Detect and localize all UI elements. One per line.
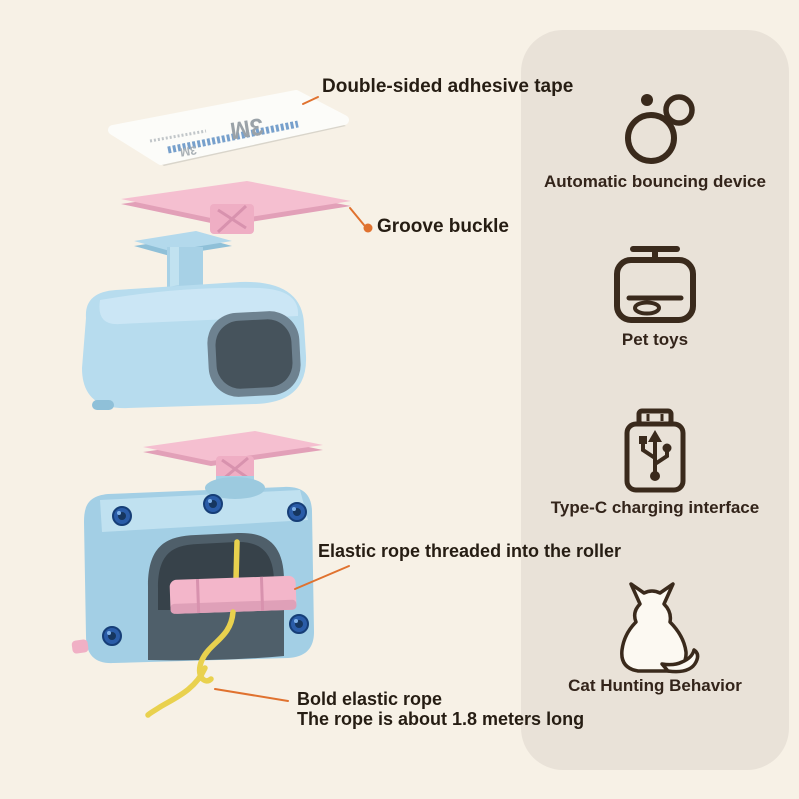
label-elastic-rope-roller: Elastic rope threaded into the roller: [318, 541, 622, 561]
elastic-rope: [233, 539, 240, 583]
screw: [203, 494, 223, 514]
screw: [102, 626, 122, 646]
lower-blue-flange: [205, 476, 265, 499]
pink-roller: [169, 575, 297, 614]
label-groove-buckle: Groove buckle: [377, 216, 509, 237]
feature-label-bouncing-device: Automatic bouncing device: [544, 172, 766, 191]
screw: [112, 506, 132, 526]
bouncing-device-icon: [625, 94, 695, 164]
groove-buckle-plate: [121, 181, 351, 234]
label-rope-length-note: The rope is about 1.8 meters long: [297, 709, 585, 729]
pet-toys-icon: [614, 246, 696, 323]
feature-panel: Automatic bouncing device Pet toys Type-…: [521, 30, 789, 770]
screw: [289, 614, 309, 634]
cat-hunting-icon: [620, 582, 700, 674]
callout-lines: [214, 96, 365, 702]
feature-label-type-c: Type-C charging interface: [550, 498, 760, 517]
feature-label-pet-toys: Pet toys: [621, 330, 689, 349]
label-bold-elastic-rope: Bold elastic rope: [297, 689, 443, 709]
tape-brand-text: 3M: [228, 112, 265, 144]
lower-pink-plate: [143, 431, 323, 482]
type-c-charging-icon: [624, 408, 686, 493]
groove-callout-dot: [363, 223, 373, 233]
upper-device-body: [82, 281, 307, 410]
tape-brand-text-small: 3M: [179, 143, 198, 159]
screw: [287, 502, 307, 522]
adhesive-tape-3m: 3M 3M: [108, 90, 349, 166]
label-adhesive-tape: Double-sided adhesive tape: [322, 76, 574, 97]
elastic-rope-lower: [145, 609, 236, 718]
screws: [102, 494, 309, 646]
feature-label-cat-hunting: Cat Hunting Behavior: [568, 676, 742, 695]
